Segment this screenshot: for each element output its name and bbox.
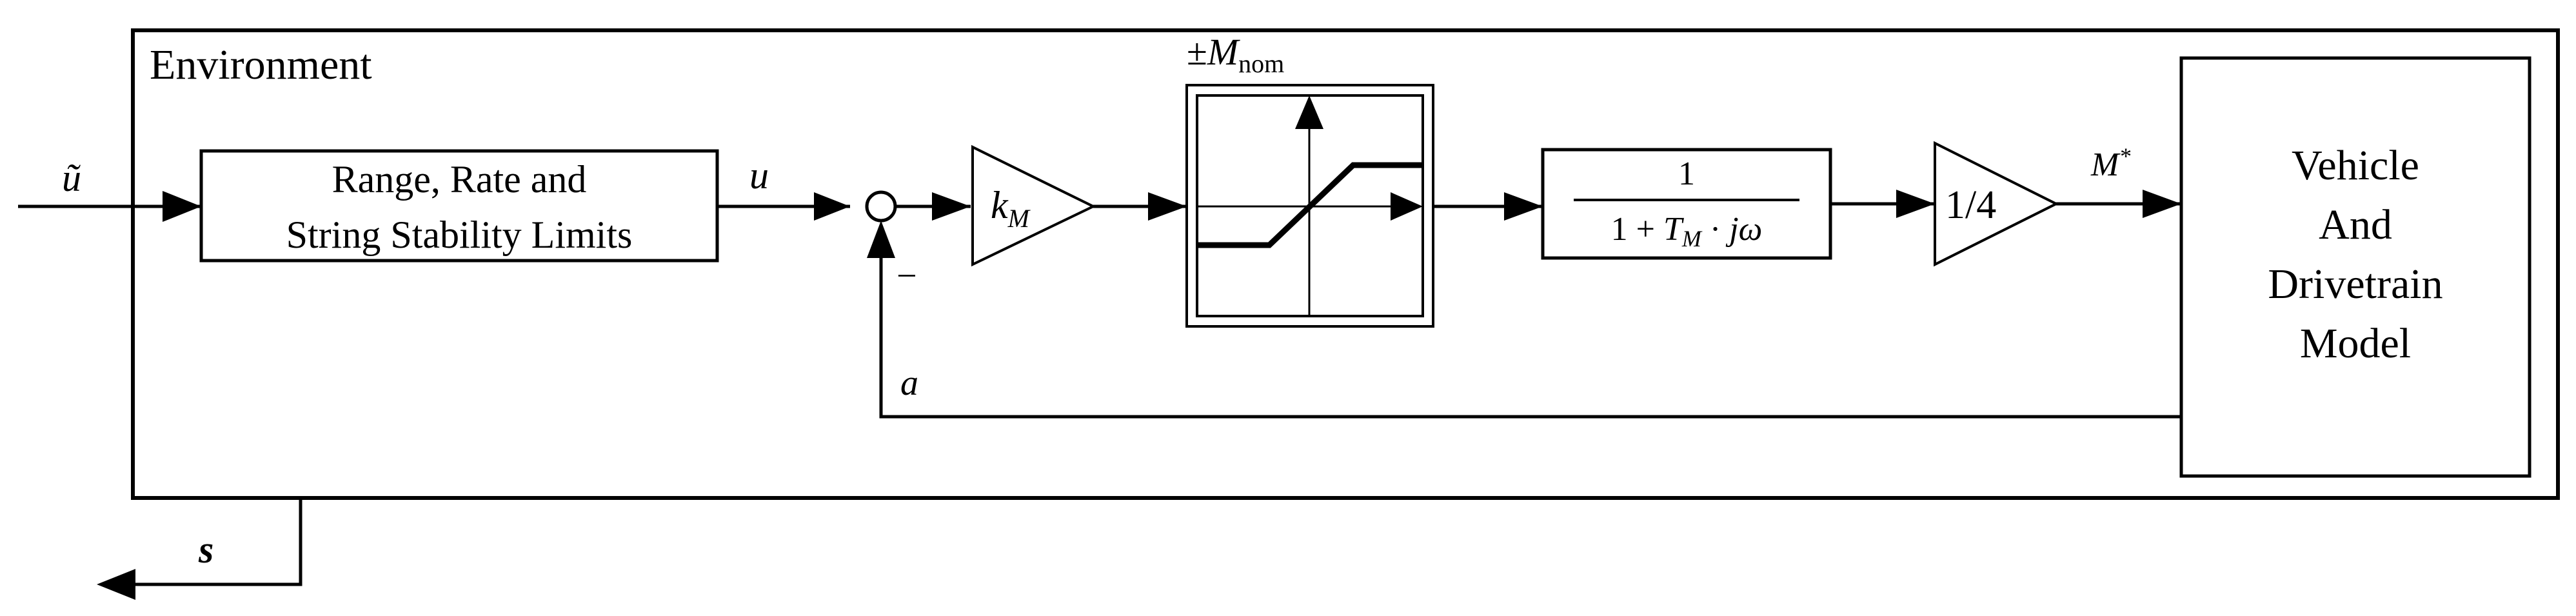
input-u-tilde-label: ũ: [62, 157, 81, 199]
feedback-arrowhead: [867, 221, 895, 258]
sum-to-gain-arrowhead: [932, 192, 971, 221]
tf-den-prefix: 1 +: [1611, 211, 1663, 248]
vehicle-line4: Model: [2300, 320, 2411, 367]
m-star-sup: *: [2119, 143, 2130, 169]
vehicle-line3: Drivetrain: [2268, 261, 2442, 308]
vehicle-block: [2179, 56, 2531, 478]
tf-den-T: T: [1663, 211, 1684, 248]
vehicle-line1: Vehicle: [2292, 142, 2419, 189]
environment-label: Environment: [150, 41, 372, 88]
transfer-block: [1541, 148, 1832, 260]
output-s-path: [129, 498, 302, 586]
sat-horizontal-axis-arrowhead: [1391, 192, 1423, 221]
tf-den-jw: jω: [1725, 211, 1762, 248]
tf-den-T-sub: M: [1681, 226, 1703, 252]
u-label: u: [749, 154, 769, 197]
gain-quarter-label: 1/4: [1945, 183, 1996, 227]
sat-to-tf-arrowhead: [1504, 192, 1543, 221]
gain-quarter-block: [1934, 141, 2059, 267]
tf-to-quarter-arrowhead: [1896, 190, 1935, 218]
vehicle-line2: And: [2319, 201, 2392, 248]
u-arrowhead: [814, 192, 850, 221]
quarter-to-vehicle-arrowhead: [2143, 190, 2181, 218]
sat-vertical-axis-arrowhead: [1295, 95, 1323, 129]
feedback-path: [879, 252, 2181, 419]
sat-label-sub: nom: [1238, 49, 1284, 78]
tf-den-dot: ·: [1701, 211, 1729, 248]
sat-label: ±Mnom: [1187, 31, 1284, 78]
m-star-base: M: [2090, 146, 2121, 183]
a-label: a: [900, 363, 918, 403]
input-arrowhead: [163, 191, 201, 222]
transfer-numerator: 1: [1678, 155, 1695, 192]
s-label: s: [198, 528, 213, 571]
output-s-arrowhead: [97, 569, 135, 600]
gain-km-label: kM: [991, 184, 1031, 233]
limits-block: [199, 149, 719, 263]
gain-to-sat-arrowhead: [1148, 192, 1187, 221]
gain-km-block: [971, 144, 1096, 267]
environment-frame: [131, 28, 2560, 500]
gain-km-sub: M: [1007, 204, 1031, 233]
transfer-denominator: 1 + TM · jω: [1611, 211, 1763, 252]
m-star-label: M*: [2090, 143, 2130, 183]
sat-label-pm: ±: [1187, 31, 1207, 73]
minus-sign-label: −: [897, 256, 917, 296]
sat-curve: [1197, 162, 1423, 248]
summing-junction: [865, 190, 897, 223]
gain-km-base: k: [991, 184, 1009, 226]
limits-line1: Range, Rate and: [332, 158, 587, 201]
sat-label-base: M: [1207, 31, 1240, 73]
limits-line2: String Stability Limits: [286, 214, 633, 256]
